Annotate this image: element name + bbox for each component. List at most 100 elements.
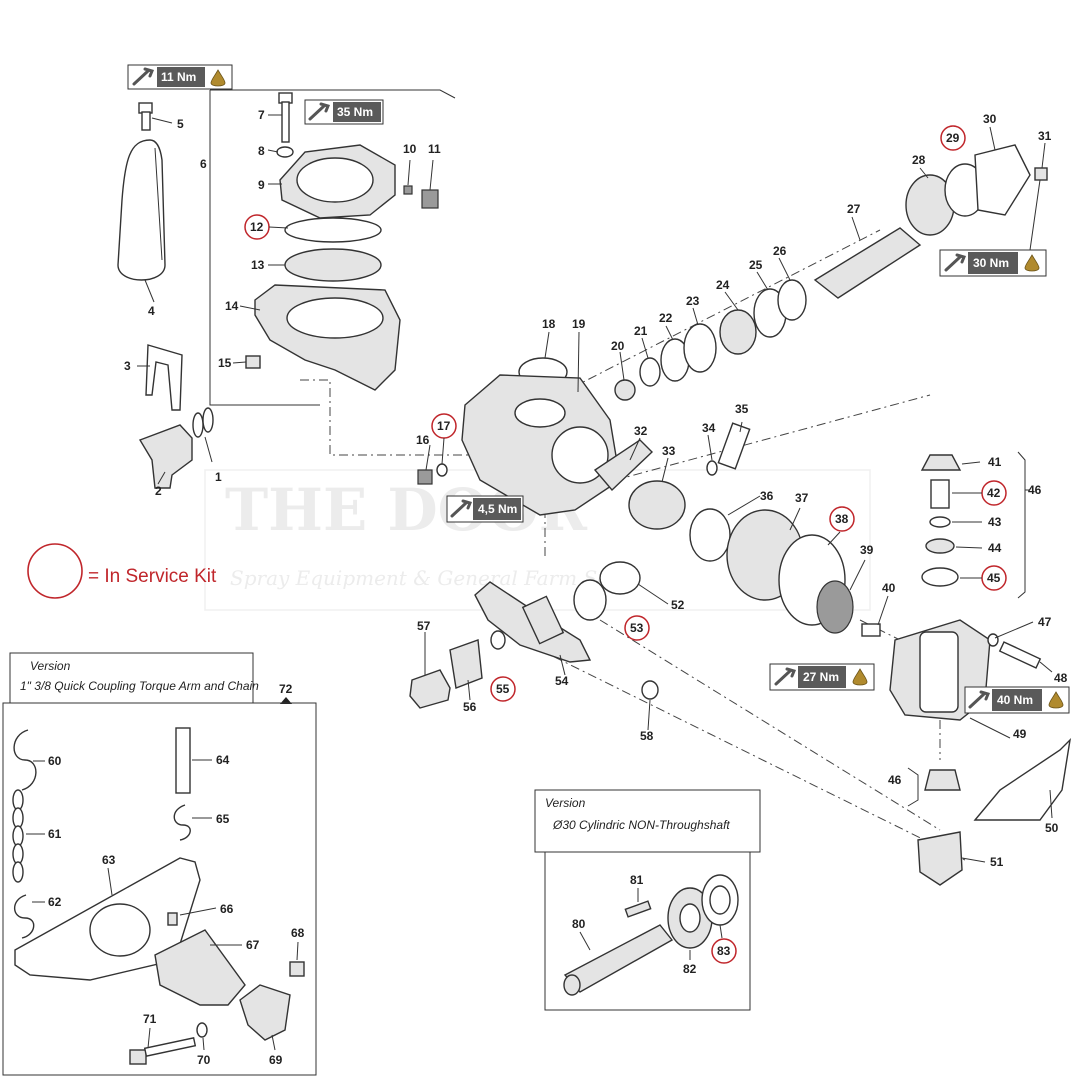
label-56: 56: [463, 700, 477, 714]
part-62-hook: [13, 894, 35, 939]
label-80: 80: [572, 917, 586, 931]
label-71: 71: [143, 1012, 157, 1026]
part-19-top-bore: [514, 398, 566, 428]
part-9-dome: [296, 157, 374, 203]
part-30-flange: [974, 144, 1031, 216]
torque-badge-40nm: 40 Nm: [964, 686, 1070, 714]
label-11: 11: [428, 142, 441, 156]
label-57: 57: [417, 619, 431, 633]
head-assembly: [117, 92, 439, 489]
shaft-line: [614, 144, 1048, 401]
label-66: 66: [220, 902, 234, 916]
label-61: 61: [48, 827, 62, 841]
label-63: 63: [102, 853, 116, 867]
label-29: 29: [946, 131, 960, 145]
label-47: 47: [1038, 615, 1052, 629]
part-51-cap: [917, 831, 963, 886]
part-26: [777, 279, 807, 321]
label-58: 58: [640, 729, 654, 743]
label-83: 83: [717, 944, 731, 958]
version-subtitle: Ø30 Cylindric NON-Throughshaft: [552, 818, 730, 832]
legend-text: = In Service Kit: [88, 566, 217, 587]
part-68-nut: [289, 961, 305, 977]
oil-drop-icon: [1024, 254, 1040, 272]
torque-value: 11 Nm: [161, 70, 196, 84]
label-17: 17: [437, 419, 451, 433]
label-19: 19: [572, 317, 586, 331]
label-33: 33: [662, 444, 676, 458]
part-53-ring: [573, 579, 607, 621]
label-48: 48: [1054, 671, 1068, 685]
part-60-hook: [13, 729, 37, 791]
label-16: 16: [416, 433, 430, 447]
watermark: THE DOOR Spray Equipment & General Farm …: [204, 469, 871, 611]
label-65: 65: [216, 812, 230, 826]
part-20: [614, 379, 636, 401]
label-4: 4: [148, 304, 155, 318]
legend-circle: [27, 543, 83, 599]
part-16-plug: [417, 469, 433, 485]
part-67-sleeve: [154, 929, 246, 1006]
torque-value: 40 Nm: [997, 693, 1033, 707]
part-3-clip: [145, 344, 183, 411]
torque-badge-45nm: 4,5 Nm: [446, 495, 524, 523]
part-70-washer: [196, 1022, 208, 1038]
label-35: 35: [735, 402, 749, 416]
piston-valve-group: [628, 422, 1072, 886]
version-box-shaft: Version Ø30 Cylindric NON-Throughshaft 8…: [534, 789, 761, 1011]
wrench-icon: [944, 253, 967, 272]
part-43: [929, 516, 951, 528]
label-18: 18: [542, 317, 556, 331]
kit-circle-38: [829, 506, 855, 532]
label-34: 34: [702, 421, 716, 435]
part-66-pin: [167, 912, 178, 926]
label-49: 49: [1013, 727, 1027, 741]
part-34: [706, 460, 718, 476]
part-41-cap: [920, 454, 962, 471]
label-69: 69: [269, 1053, 283, 1067]
part-35-pin: [717, 422, 751, 470]
pump-body: [417, 357, 654, 516]
version-title: Version: [545, 796, 586, 810]
label-24: 24: [716, 278, 730, 292]
label-5: 5: [177, 117, 184, 131]
label-42: 42: [987, 486, 1001, 500]
label-46-lower: 46: [888, 773, 902, 787]
label-53: 53: [630, 621, 644, 635]
oil-drop-icon: [1048, 691, 1064, 709]
label-51: 51: [990, 855, 1004, 869]
part-5-screw-shank: [141, 111, 151, 131]
part-11: [421, 189, 439, 209]
part-69-clamp: [239, 984, 291, 1041]
part-80-end: [563, 974, 581, 996]
label-20: 20: [611, 339, 625, 353]
label-68: 68: [291, 926, 305, 940]
part-61-chain: [12, 789, 24, 883]
part-32-torque-arm-lug: [593, 439, 654, 492]
part-10: [403, 185, 413, 195]
part-55-oring: [490, 630, 506, 650]
label-44: 44: [988, 541, 1002, 555]
part-1-oring-a: [192, 412, 204, 438]
wrench-icon: [968, 690, 991, 709]
label-13: 13: [251, 258, 265, 272]
part-48-bolt: [998, 641, 1042, 669]
manifold-group: [409, 561, 659, 709]
part-15-nut: [245, 355, 261, 369]
label-46-upper: 46: [1028, 483, 1042, 497]
part-labels: 1 2 3 4 5 6 7 8 9 10 11 12 13 14 15 16 1…: [124, 108, 1068, 869]
torque-badge-30nm: 30 Nm: [939, 249, 1047, 277]
part-44: [925, 538, 955, 554]
part-24-bearing: [719, 309, 757, 355]
label-32: 32: [634, 424, 648, 438]
part-71-bolt-shank: [143, 1037, 197, 1057]
torque-badge-27nm: 27 Nm: [769, 663, 875, 691]
service-kit-legend: = In Service Kit: [27, 543, 217, 599]
label-3: 3: [124, 359, 131, 373]
label-23: 23: [686, 294, 700, 308]
label-8: 8: [258, 144, 265, 158]
version-subtitle: 1" 3/8 Quick Coupling Torque Arm and Cha…: [20, 679, 259, 693]
kit-circle-29: [940, 125, 966, 151]
part-47-washer: [987, 633, 999, 647]
part-81-key: [624, 900, 652, 918]
